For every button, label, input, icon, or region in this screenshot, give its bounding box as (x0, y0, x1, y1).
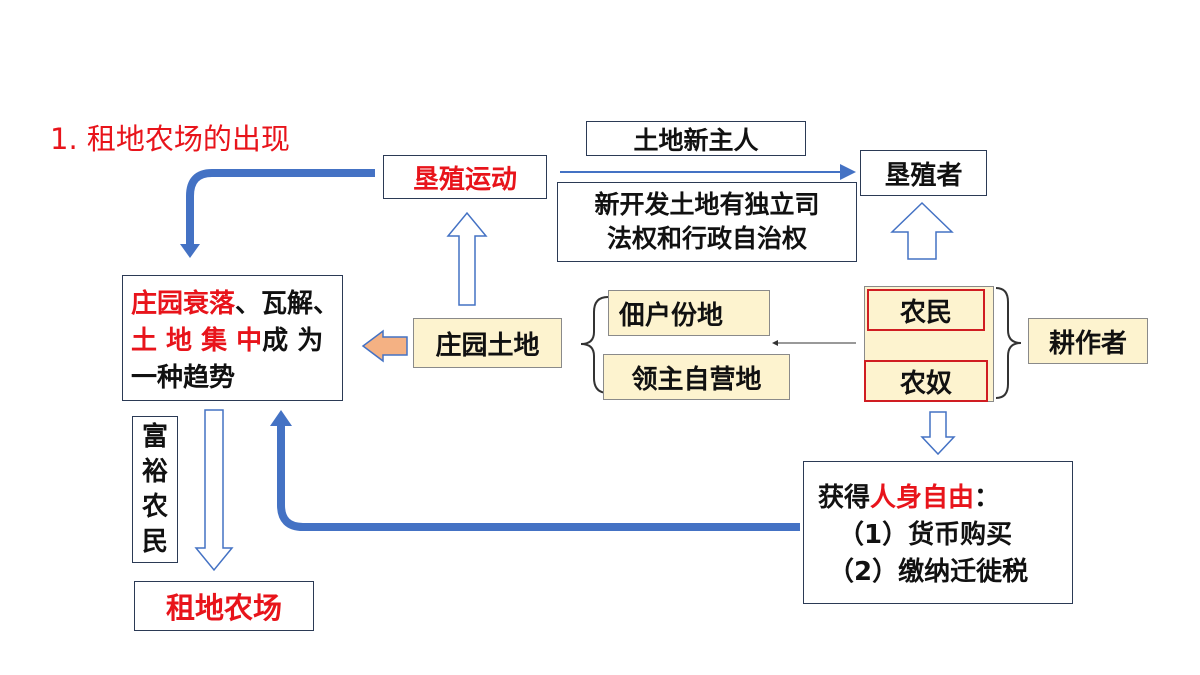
freedom-to-decline-arrow (277, 424, 800, 531)
decline-line-1: 庄园衰落、瓦解、 (131, 286, 342, 323)
rights-line-1: 新开发土地有独立司 (594, 190, 820, 219)
new-owner-box: 土地新主人 (586, 121, 806, 156)
concentration-black-text: 成 为 (262, 326, 324, 356)
rights-line-2: 法权和行政自治权 (606, 224, 807, 253)
decline-line-3: 一种趋势 (131, 363, 236, 393)
peasant-box: 农民 (867, 289, 985, 331)
decline-line-2: 土 地 集 中成 为 (131, 323, 342, 360)
cultivator-to-settlers-arrow (890, 201, 954, 260)
manor-land-bracket (580, 296, 609, 394)
rich-char-2: 裕 (141, 456, 168, 487)
decline-red-text: 庄园衰落 (131, 289, 236, 319)
reclamation-box: 垦殖运动 (383, 155, 547, 199)
freedom-post: ： (974, 483, 1001, 513)
serf-to-freedom-arrow (920, 411, 956, 456)
rich-peasant-box: 富 裕 农 民 (132, 416, 178, 563)
tenant-land-box: 佃户份地 (608, 290, 770, 336)
reclamation-to-decline-arrow (186, 169, 375, 244)
serf-box: 农奴 (864, 360, 988, 402)
rich-char-4: 民 (141, 526, 168, 557)
decline-black-text: 、瓦解、 (235, 289, 340, 319)
freedom-item-1: （1）货币购买 (838, 520, 1013, 550)
manor-decline-box: 庄园衰落、瓦解、 土 地 集 中成 为 一种趋势 (122, 275, 343, 401)
concentration-red-text: 土 地 集 中 (131, 326, 263, 356)
freedom-item-2: （2）缴纳迁徙税 (828, 557, 1029, 587)
freedom-line-1: 获得人身自由： (818, 480, 1072, 517)
rich-char-1: 富 (141, 421, 168, 452)
freedom-red-text: 人身自由 (870, 483, 975, 513)
freedom-box: 获得人身自由： （1）货币购买 （2）缴纳迁徙税 (803, 461, 1073, 604)
slide-title: 1. 租地农场的出现 (50, 122, 290, 156)
freedom-pre: 获得 (818, 483, 871, 513)
cultivator-box: 耕作者 (1028, 318, 1148, 364)
land-to-reclamation-arrow (446, 211, 488, 306)
rights-box: 新开发土地有独立司 法权和行政自治权 (557, 182, 857, 262)
land-to-decline-arrow (361, 329, 408, 363)
decline-to-farm-arrow (194, 409, 234, 572)
manor-land-box: 庄园土地 (413, 318, 562, 368)
lord-land-box: 领主自营地 (603, 354, 790, 400)
tenant-farm-box: 租地农场 (134, 581, 314, 631)
rich-char-3: 农 (141, 491, 168, 522)
settlers-box: 垦殖者 (860, 150, 987, 196)
cultivator-bracket (995, 287, 1022, 399)
